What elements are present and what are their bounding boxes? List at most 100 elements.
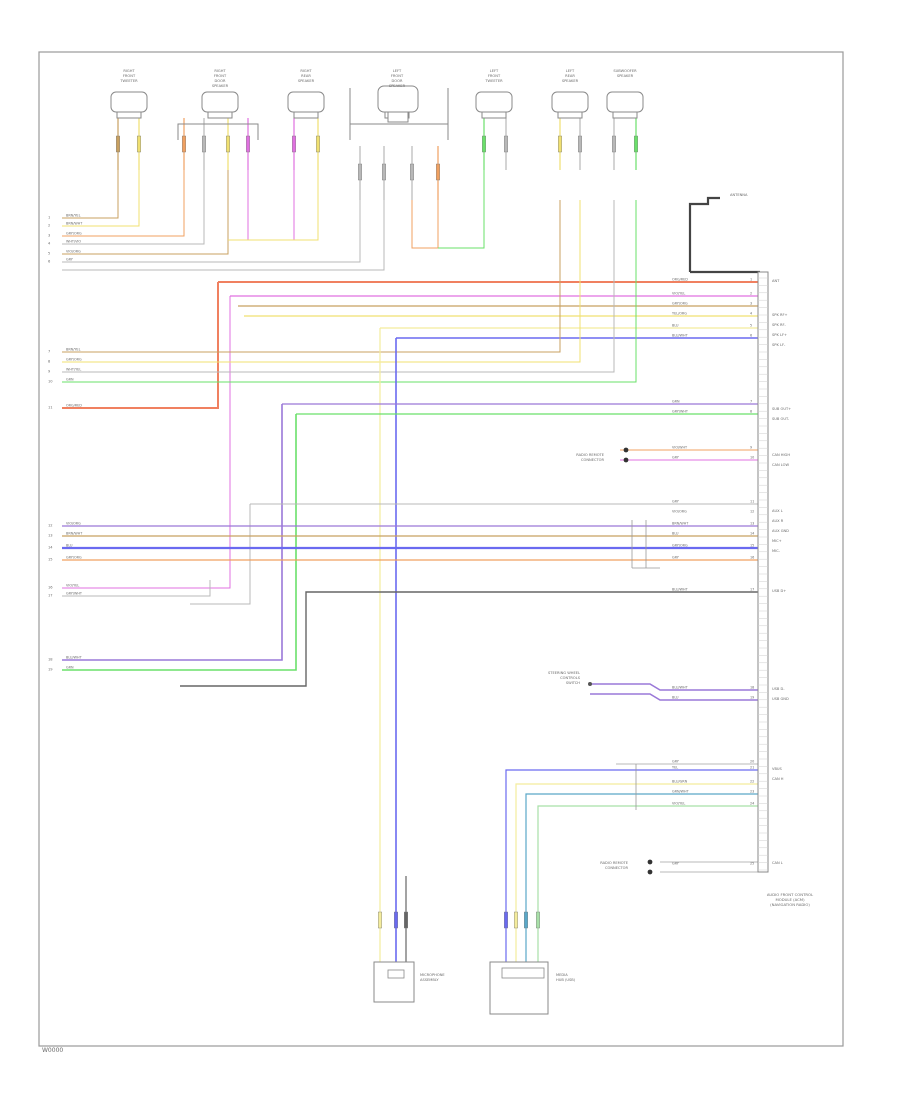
left-wire-number: 8 <box>48 360 51 364</box>
left-wire-upper <box>62 170 229 255</box>
left-wire-label: BRN/WHT <box>66 532 83 536</box>
mid-gray-drop <box>190 504 251 605</box>
pigtail-insulator <box>558 135 563 153</box>
left-wire-number: 16 <box>48 586 53 590</box>
left-wire-gray <box>62 200 385 271</box>
jumper-orange <box>411 200 439 249</box>
speaker-label: LEFT <box>566 69 575 73</box>
left-wire-number: 5 <box>48 252 50 256</box>
right-wire-label: BLU/WHT <box>672 588 689 592</box>
sub-violet-drop <box>62 404 283 661</box>
speaker-label: RIGHT <box>123 69 135 73</box>
right-wire-label: GRN/WHT <box>672 790 690 794</box>
hub-insulator <box>536 911 541 929</box>
right-wire-pin: 16 <box>750 556 754 560</box>
dark-gray-run <box>296 591 760 687</box>
right-wire-label: BLU/GRN <box>672 780 688 784</box>
pigtail-insulator <box>201 135 206 153</box>
right-wire-label: ORG/RED <box>672 278 688 282</box>
left-wire-number: 17 <box>48 594 53 598</box>
pigtail-insulator <box>245 135 250 153</box>
module-connector <box>757 271 769 873</box>
can-low-terminal <box>623 457 629 463</box>
media-hub-label: MEDIA <box>556 973 568 977</box>
speaker-label: SPEAKER <box>562 79 579 83</box>
speaker-label: SPEAKER <box>212 84 229 88</box>
speaker-label: DOOR <box>392 79 403 83</box>
right-wire-pin: 1 <box>750 278 752 282</box>
pigtail-insulator <box>504 135 509 153</box>
right-wire-label: BLU <box>672 324 679 328</box>
bus-red-drop <box>62 282 219 409</box>
lf-speaker-housing <box>377 85 419 113</box>
right-wire-label: GRY/WHT <box>672 410 689 414</box>
splice-bracket-rf <box>177 123 259 140</box>
left-wire-label: BRN/YEL <box>66 214 81 218</box>
speaker-label: FRONT <box>123 74 136 78</box>
left-wire-label: VIO/ORG <box>66 250 81 254</box>
module-pin-label: MIC- <box>772 549 781 553</box>
right-wire-pin: 14 <box>750 532 754 536</box>
speaker-connector <box>207 111 233 119</box>
speaker-label: SPEAKER <box>617 74 634 78</box>
speaker-label: RIGHT <box>214 69 226 73</box>
left-wire-number: 6 <box>48 260 51 264</box>
left-wire-upper <box>62 170 185 237</box>
right-wire-pin: 17 <box>750 588 754 592</box>
diagram-frame <box>38 51 844 1047</box>
media-hub <box>489 961 549 1015</box>
left-wire-number: 19 <box>48 668 53 672</box>
note-ref-a: CONNECTOR <box>581 458 605 462</box>
speaker-label: SPEAKER <box>298 79 315 83</box>
left-wire-upper <box>62 170 119 219</box>
left-wire-9 <box>62 200 615 373</box>
right-wire-pin: 23 <box>750 790 754 794</box>
left-wire-upper <box>62 200 361 263</box>
hub-wire-0 <box>505 769 760 975</box>
module-name: MODULE (ACM) <box>775 897 805 902</box>
splice-bracket-lf <box>349 88 449 140</box>
speaker-label: DOOR <box>215 79 226 83</box>
left-wire-label: BRN/WHT <box>66 222 83 226</box>
left-wire-upper <box>62 170 140 227</box>
right-wire-label: GRY <box>672 500 680 504</box>
speaker-connector <box>557 111 583 119</box>
remote-terminal-b <box>647 869 653 875</box>
speaker-label: FRONT <box>488 74 501 78</box>
left-wire-label: GRY/ORG <box>66 556 82 560</box>
left-wire-number: 15 <box>48 558 53 562</box>
speaker-body <box>110 91 148 113</box>
right-wire-pin: 13 <box>750 522 754 526</box>
left-wire-label: GRN <box>66 666 74 670</box>
module-pin-label: CAN H <box>772 777 784 781</box>
right-wire-pin: 7 <box>750 400 752 404</box>
left-wire-label: GRY/WHT <box>66 592 83 596</box>
left-wire-number: 11 <box>48 406 53 410</box>
right-wire-label: GRY <box>672 760 680 764</box>
hub-insulator <box>514 911 519 929</box>
speaker-body <box>606 91 644 113</box>
right-wire-label: GRY <box>672 862 680 866</box>
pigtail-insulator <box>225 135 230 153</box>
speaker-label: RIGHT <box>300 69 312 73</box>
speaker-body <box>475 91 513 113</box>
speaker-connector <box>293 111 319 119</box>
lf-speaker-connector <box>387 111 409 123</box>
speaker-rr-door-speaker <box>287 91 325 119</box>
note-ref-c: RADIO REMOTE <box>600 861 628 865</box>
module-pin-label: CAN LOW <box>772 463 790 467</box>
module-pin-label: USB GND <box>772 697 789 701</box>
left-wire-label: BRN/YEL <box>66 348 81 352</box>
speaker-connector <box>116 111 142 119</box>
speaker-label: REAR <box>565 74 575 78</box>
module-pin-label: SUB OUT+ <box>772 407 791 411</box>
right-wire-label: BLU <box>672 696 679 700</box>
right-wire-pin: 11 <box>750 500 754 504</box>
microphone-assembly <box>373 961 415 1003</box>
footer-code: W0000 <box>42 1047 63 1054</box>
speaker-label: TWEETER <box>484 79 503 83</box>
left-wire-number: 14 <box>48 546 53 550</box>
microphone-label: ASSEMBLY <box>420 978 439 982</box>
right-wire-label: YEL/ORG <box>672 312 687 316</box>
speaker-label: SUBWOOFER <box>613 69 637 73</box>
